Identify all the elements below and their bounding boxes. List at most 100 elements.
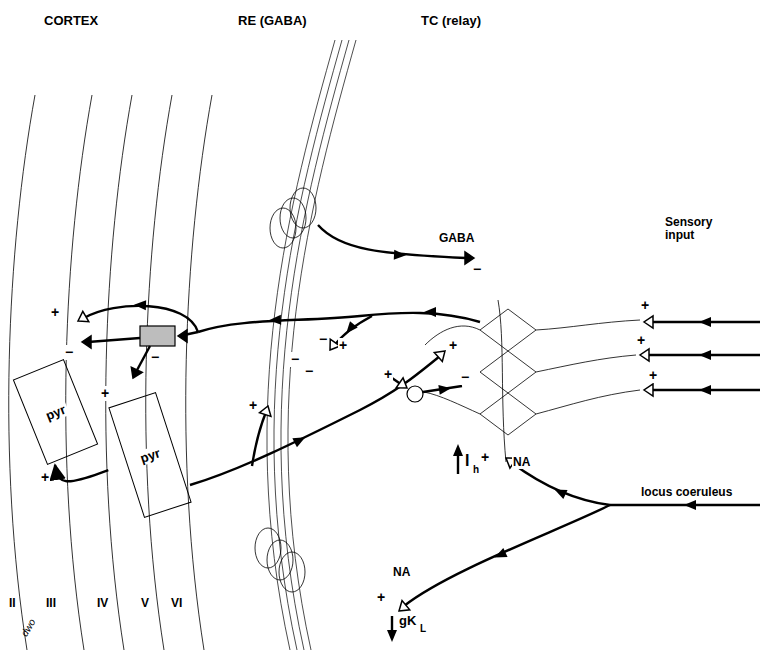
axon-path (136, 346, 150, 372)
arrowhead (134, 300, 146, 310)
reticular-cell (290, 188, 316, 228)
arrowhead (699, 385, 711, 395)
pyramidal-cell-box: pyr (12, 359, 97, 465)
cortical-layer-line (66, 95, 92, 650)
inhibitory-synapse (128, 367, 143, 380)
synapse-sign: + (480, 450, 490, 465)
synapse-sign: + (338, 338, 348, 353)
annotation-label: h (472, 464, 480, 475)
cell-name: pyr (136, 444, 164, 466)
cortical-layer-line (9, 95, 35, 650)
axon-path (512, 463, 610, 505)
layer-label: IV (96, 597, 109, 610)
relay-cell-diamond (480, 351, 536, 393)
arrowhead (394, 250, 407, 261)
relay-cell-diamond (480, 309, 536, 351)
excitatory-synapse (75, 311, 89, 326)
arrowhead (684, 500, 696, 510)
synapse-sign: − (304, 364, 314, 379)
relay-dendrite (424, 392, 480, 414)
arrowhead (292, 433, 307, 447)
arrowhead (342, 321, 357, 337)
annotation-label: locus coeruleus (640, 486, 733, 499)
reticular-cell (255, 528, 281, 568)
synapse-sign: + (448, 338, 458, 353)
synapse-sign: + (376, 590, 386, 605)
pyramidal-cell-box: pyr (108, 392, 191, 518)
relay-dendrite (536, 320, 640, 330)
annotation-label: gK (398, 614, 417, 628)
synapse-sign: − (64, 345, 74, 360)
axon-path (190, 356, 440, 485)
reticular-band-line (274, 40, 342, 650)
inhibitory-synapse (82, 336, 91, 348)
cortical-layer-line (146, 95, 172, 650)
synapse-sign: + (648, 368, 658, 383)
axon-path (404, 505, 610, 606)
cortical-layer-line (106, 95, 132, 650)
reticular-cell (280, 198, 306, 238)
synapse-sign: + (40, 470, 50, 485)
arrowhead (387, 630, 397, 642)
transmitter-label: GABA (438, 232, 475, 245)
annotation-label: L (419, 623, 427, 634)
arrowhead (699, 317, 711, 327)
layer-label: V (140, 597, 150, 610)
local-interneuron (407, 386, 423, 402)
arrowhead (424, 307, 436, 317)
reticular-cell (267, 540, 293, 580)
relay-dendrite (536, 390, 640, 414)
synapse-sign: + (640, 298, 650, 313)
synapse-sign: − (472, 262, 482, 277)
reticular-band-line (267, 40, 335, 650)
arrowhead (438, 383, 451, 395)
arrowhead (699, 350, 711, 360)
synapse-sign: − (460, 370, 470, 385)
axon-connector (55, 465, 108, 481)
region-heading: CORTEX (43, 14, 99, 28)
reticular-band-line (288, 40, 356, 650)
excitatory-synapse (640, 349, 649, 361)
region-heading: TC (relay) (420, 14, 482, 28)
arrowhead (492, 548, 507, 562)
cell-name: pyr (41, 401, 69, 424)
cortical-layer-line (186, 95, 212, 650)
arrowhead (453, 444, 463, 456)
excitatory-synapse (644, 316, 653, 328)
synapse-sign: − (318, 332, 328, 347)
synapse-sign: + (636, 333, 646, 348)
relay-dendrite (536, 355, 636, 372)
inhibitory-synapse (178, 330, 187, 342)
signature: dwo (18, 616, 38, 639)
excitatory-synapse (260, 404, 274, 416)
reticular-cell (270, 208, 296, 248)
synapse-sign: − (290, 352, 300, 367)
excitatory-synapse (644, 384, 653, 396)
layer-label: III (45, 597, 57, 610)
layer-label: VI (170, 597, 183, 610)
arrowhead (269, 315, 281, 325)
layer-label: II (8, 597, 17, 610)
arrowhead (552, 485, 567, 499)
region-heading: RE (GABA) (237, 14, 308, 28)
relay-dendrite (498, 300, 506, 462)
annotation-label: NA (512, 456, 531, 469)
axon-path (252, 412, 266, 466)
axon-path (198, 313, 480, 332)
input-label: Sensory input (664, 216, 728, 242)
synapse-sign: + (383, 367, 393, 382)
synapse-sign: + (50, 305, 60, 320)
reticular-band-line (281, 40, 349, 650)
reticular-cell (279, 552, 305, 592)
annotation-label: I (464, 452, 470, 470)
relay-cell-diamond (480, 393, 536, 435)
interneuron-box (140, 326, 175, 346)
synapse-sign: + (100, 386, 110, 401)
annotation-label: NA (392, 566, 411, 579)
synapse-sign: − (150, 350, 160, 365)
synapse-sign: + (248, 398, 258, 413)
excitatory-synapse (434, 347, 449, 362)
